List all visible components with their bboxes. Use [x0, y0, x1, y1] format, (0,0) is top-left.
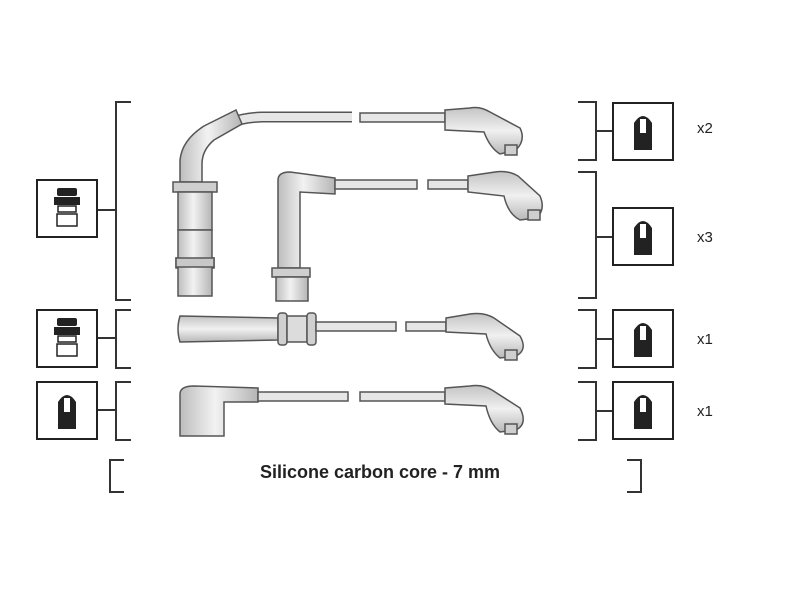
ignition-lead-1 [172, 106, 523, 297]
right-bracket-group-2 [578, 171, 613, 299]
right-bracket-group-4 [578, 381, 613, 441]
left-bracket-group-2 [97, 309, 131, 369]
quantity-label-row-2: x3 [697, 229, 713, 246]
ignition-lead-4 [179, 384, 524, 437]
coil-terminal-icon [36, 179, 98, 238]
boot-terminal-icon [612, 309, 674, 368]
boot-terminal-icon [36, 381, 98, 440]
quantity-label-row-1: x2 [697, 120, 713, 137]
caption-bracket-left [109, 459, 124, 493]
left-bracket-group-3 [97, 381, 131, 441]
quantity-label-row-4: x1 [697, 403, 713, 420]
boot-terminal-icon [612, 381, 674, 440]
boot-terminal-icon [612, 102, 674, 161]
right-bracket-group-3 [578, 309, 613, 369]
caption-text: Silicone carbon core - 7 mm [259, 462, 501, 482]
caption-bracket-right [627, 459, 642, 493]
quantity-label-row-3: x1 [697, 331, 713, 348]
coil-terminal-icon [36, 309, 98, 368]
left-bracket-group-1 [97, 101, 131, 301]
ignition-lead-3 [177, 312, 524, 361]
boot-terminal-icon [612, 207, 674, 266]
right-bracket-group-1 [578, 101, 613, 161]
ignition-lead-2 [271, 170, 543, 302]
